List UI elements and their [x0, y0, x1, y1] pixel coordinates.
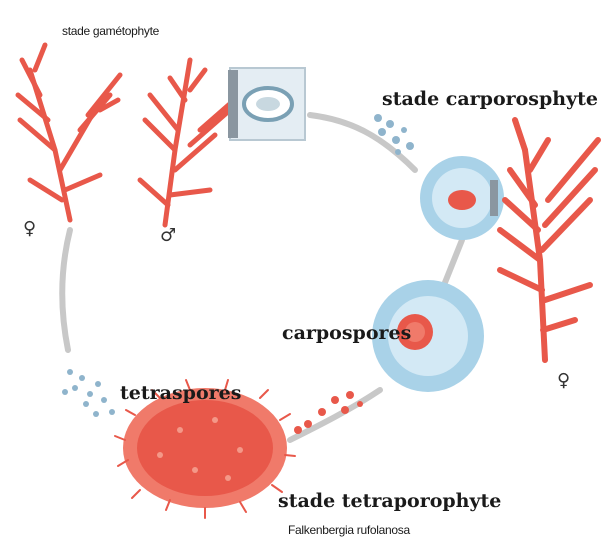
arrow-gametophyte-to-tetraspores [62, 230, 70, 350]
male-symbol: ♂ [160, 225, 176, 246]
tetrasporophyte-stage-label: stade tetraporophyte [278, 490, 501, 512]
fertilization-inset [228, 68, 305, 140]
species-label: Falkenbergia rufolanosa [288, 523, 410, 537]
tetraspores-cluster [62, 369, 115, 417]
female-carposporophyte-plant [500, 120, 598, 360]
carpospores-label: carpospores [282, 322, 411, 344]
released-carpospores [294, 391, 363, 434]
female-symbol-right: ♀ [557, 370, 570, 391]
female-symbol-left: ♀ [23, 218, 36, 239]
gametophyte-stage-label: stade gamétophyte [62, 24, 159, 38]
female-gametophyte-plant [18, 45, 120, 220]
carposporophyte-stage-label: stade carporosphyte [382, 88, 598, 110]
carposporophyte-cell [420, 156, 504, 240]
male-gametophyte-plant [140, 60, 240, 225]
tetraspores-label: tetraspores [120, 382, 241, 404]
arrow-fertilization-to-carposporophyte [310, 115, 415, 170]
